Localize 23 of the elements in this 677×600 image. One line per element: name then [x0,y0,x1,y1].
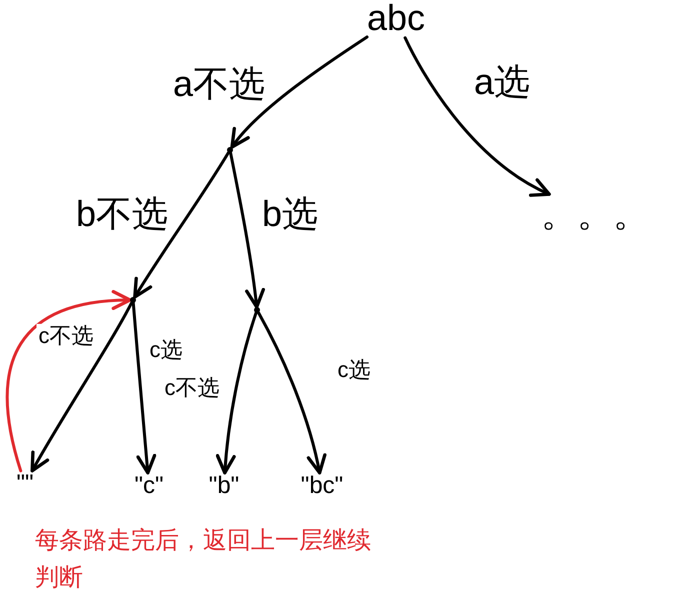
arrow [230,36,368,149]
junction-dot [227,147,233,153]
edge-label: c不选 [162,376,222,400]
note-text: 每条路走完后，返回上一层继续判断 [35,526,372,593]
arrow [216,312,258,474]
arrow [404,36,551,196]
node-label: "bc" [300,472,344,500]
arrow [229,152,265,309]
ellipsis-mark: 。。。 [541,194,649,234]
curved-arrow [6,290,132,472]
junction-dot [130,297,136,303]
arrow [257,312,326,474]
edge-label: c不选 [36,324,96,348]
arrow [133,152,230,299]
junction-dot [254,307,260,313]
arrow [132,302,156,474]
node-label: "" [16,470,34,498]
edge-label: c选 [336,358,372,382]
node-label: abc [366,0,426,38]
arrow [30,302,133,472]
edge-label: c选 [148,338,184,362]
node-label: "b" [208,472,240,500]
node-label: "c" [134,472,164,500]
